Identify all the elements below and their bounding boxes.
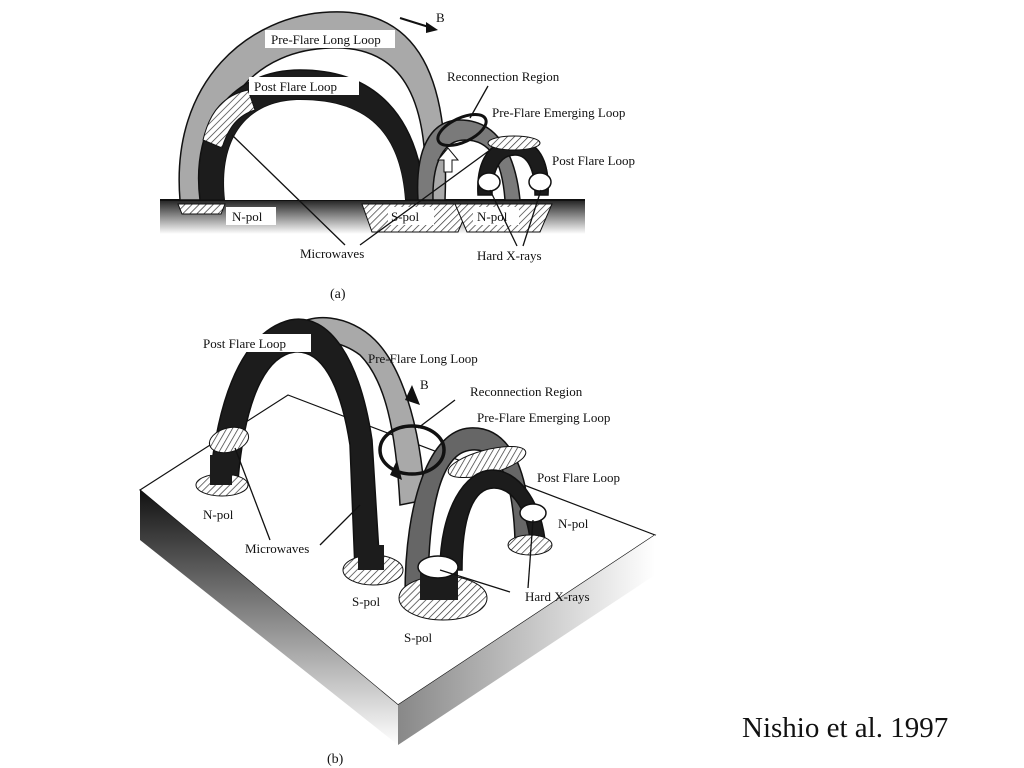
label-pre-flare-emerging-loop-b: Pre-Flare Emerging Loop — [477, 410, 610, 425]
n-pol-patch-left-a — [177, 203, 226, 215]
label-reconnection-region-b: Reconnection Region — [470, 384, 583, 399]
label-pre-flare-long-loop-b: Pre-Flare Long Loop — [368, 351, 478, 366]
hard-xray-footpoint-left-b — [417, 555, 459, 579]
label-microwaves-b: Microwaves — [245, 541, 309, 556]
microwave-patch-a — [202, 89, 256, 149]
label-post-flare-loop-left-a: Post Flare Loop — [254, 79, 337, 94]
label-microwaves-a: Microwaves — [300, 246, 364, 261]
hard-xray-footpoint-right-b — [519, 503, 547, 523]
hard-xray-footpoint-right-a — [528, 172, 552, 192]
label-hard-x-rays-a: Hard X-rays — [477, 248, 542, 263]
label-post-flare-loop-right-a: Post Flare Loop — [552, 153, 635, 168]
pre-flare-long-loop-a — [178, 11, 447, 201]
reconnection-region-b — [378, 424, 446, 476]
b-vector-arrow-b — [405, 385, 420, 405]
reconnection-region-a — [436, 113, 488, 147]
photosphere-slab-side-left-b — [140, 490, 398, 745]
label-reconnection-region-a: Reconnection Region — [447, 69, 560, 84]
emerging-arrow-a — [436, 147, 460, 173]
label-n-pol-left-b: N-pol — [203, 507, 234, 522]
panel-a: Pre-Flare Long Loop B Post Flare Loop Re… — [160, 10, 658, 302]
label-post-flare-loop-right-b: Post Flare Loop — [537, 470, 620, 485]
label-b-vector-b: B — [420, 377, 429, 392]
hard-xray-footpoint-left-a — [477, 172, 501, 192]
microwave-patch-left-b — [208, 426, 250, 454]
label-s-pol-a: S-pol — [391, 209, 420, 224]
caption-a: (a) — [330, 287, 346, 302]
photosphere-slab-side-right-b — [398, 535, 655, 745]
label-pre-flare-emerging-loop-a: Pre-Flare Emerging Loop — [492, 105, 625, 120]
label-s-pol-center-b: S-pol — [352, 594, 381, 609]
label-post-flare-loop-left-b: Post Flare Loop — [203, 336, 286, 351]
label-n-pol-left-a: N-pol — [232, 209, 263, 224]
pre-flare-emerging-loop-a — [416, 119, 521, 201]
label-n-pol-right-b: N-pol — [558, 516, 589, 531]
citation: Nishio et al. 1997 — [742, 712, 949, 744]
label-hard-x-rays-b: Hard X-rays — [525, 589, 590, 604]
panel-b: Post Flare Loop Pre-Flare Long Loop B Re… — [138, 317, 657, 767]
label-s-pol-lower-b: S-pol — [404, 630, 433, 645]
caption-b: (b) — [327, 752, 344, 767]
label-b-vector-a: B — [436, 10, 445, 25]
label-pre-flare-long-loop-a: Pre-Flare Long Loop — [271, 32, 381, 47]
post-flare-top-patch-a — [487, 135, 541, 151]
label-n-pol-right-a: N-pol — [477, 209, 508, 224]
